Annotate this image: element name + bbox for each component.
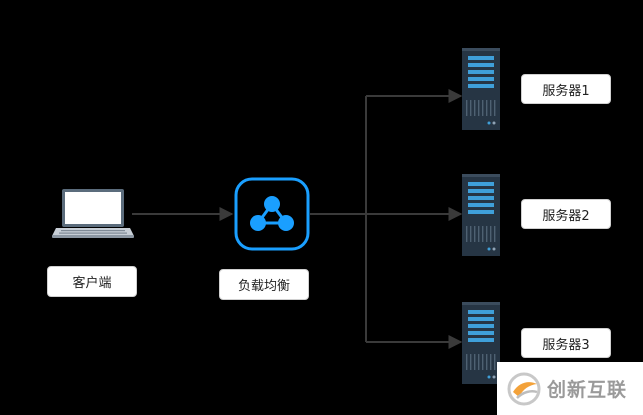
load-balancer-icon [234, 177, 310, 251]
server-rack-icon [462, 174, 500, 256]
server-rack-icon [462, 48, 500, 130]
balancer-node [234, 177, 310, 255]
brand-watermark: 创新互联 [497, 362, 643, 415]
laptop-icon [52, 189, 134, 238]
server-rack-icon [462, 302, 500, 384]
brand-logo-icon [507, 372, 541, 405]
server-3-node [462, 302, 500, 388]
server-1-label: 服务器1 [521, 74, 611, 104]
balancer-label: 负载均衡 [219, 269, 309, 300]
server-3-label: 服务器3 [521, 328, 611, 358]
client-node [52, 188, 134, 244]
client-label: 客户端 [47, 266, 137, 297]
server-1-node [462, 48, 500, 134]
brand-watermark-text: 创新互联 [547, 379, 628, 401]
server-2-label: 服务器2 [521, 199, 611, 229]
server-2-node [462, 174, 500, 260]
